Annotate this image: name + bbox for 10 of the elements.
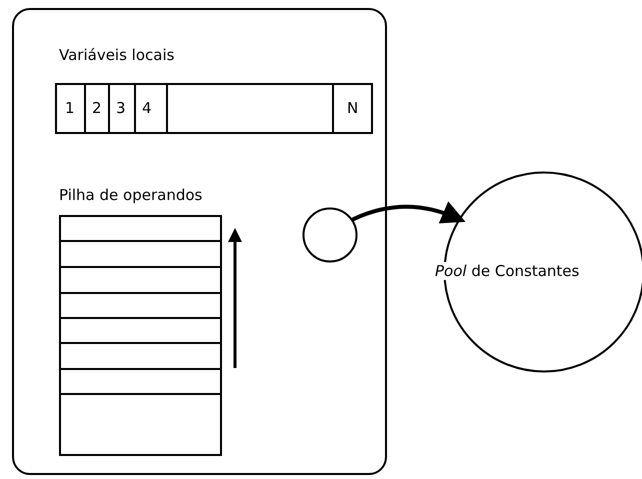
cell-index: 2 [92,99,102,117]
frame-box [12,8,387,475]
circle-label: Pool de Constantes [435,262,580,280]
cell-index: 3 [116,99,126,117]
arrow [352,202,466,224]
cell-index: 1 [65,99,75,117]
heading: Pilha de operandos [59,186,202,204]
cell-index: N [347,99,358,117]
cell-index: 4 [142,99,152,117]
heading: Variáveis locais [59,46,174,64]
